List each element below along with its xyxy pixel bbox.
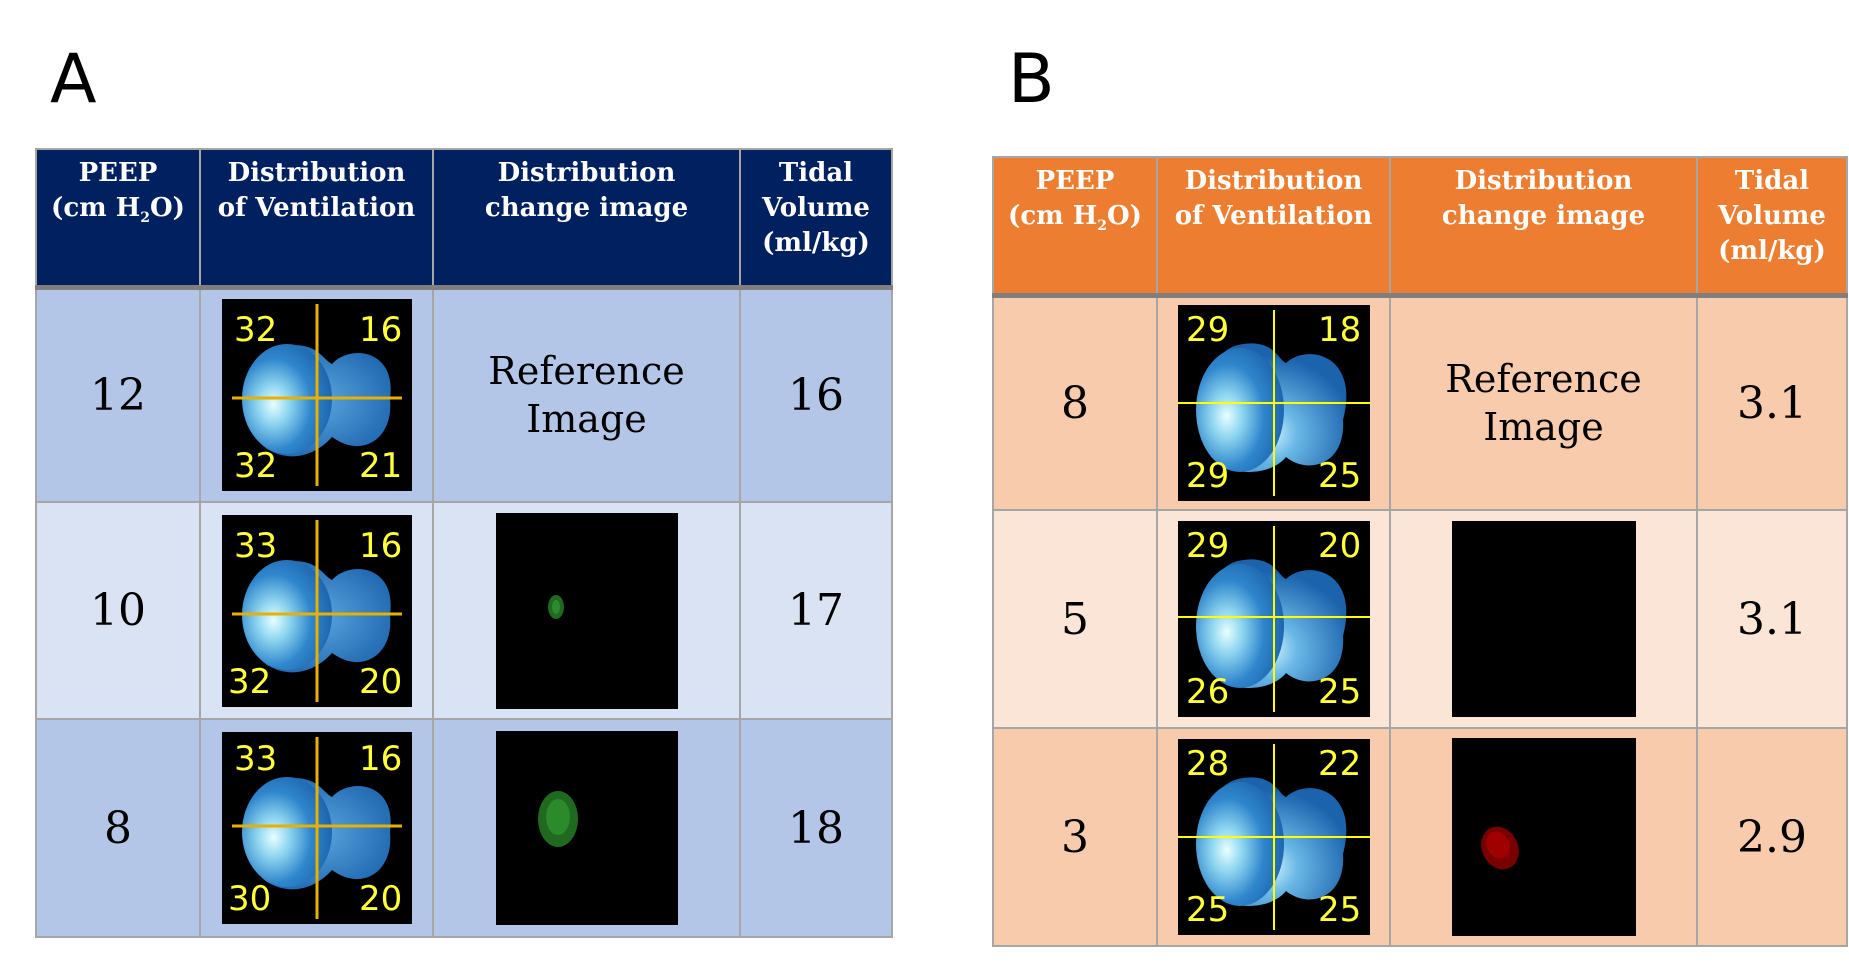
tidal-volume-value: 18 bbox=[739, 718, 893, 938]
quadrant-top-right: 16 bbox=[359, 739, 402, 779]
quadrant-top-right: 16 bbox=[359, 310, 402, 350]
ventilation-image-cell: 28 22 25 25 bbox=[1156, 727, 1391, 947]
table-row: 10 33 16 32 20 bbox=[35, 501, 893, 720]
change-image bbox=[495, 512, 678, 709]
quadrant-bottom-right: 25 bbox=[1318, 890, 1361, 930]
reference-image-label: Reference Image bbox=[432, 286, 741, 503]
tidal-volume-value: 2.9 bbox=[1696, 727, 1848, 947]
tidal-volume-value: 17 bbox=[739, 501, 893, 720]
quadrant-top-left: 33 bbox=[234, 739, 277, 779]
ventilation-image-cell: 33 16 30 20 bbox=[199, 718, 434, 938]
ventilation-image: 33 16 30 20 bbox=[221, 732, 412, 924]
table-header-row: PEEP (cm H2O) Distribution of Ventilatio… bbox=[992, 156, 1848, 298]
table-row: 12 32 16 32 21 Reference Image 16 bbox=[35, 286, 893, 503]
ventilation-image-cell: 29 20 26 25 bbox=[1156, 509, 1391, 729]
ventilation-image: 33 16 32 20 bbox=[221, 514, 412, 707]
header-peep: PEEP (cm H2O) bbox=[35, 148, 201, 290]
ventilation-image-cell: 33 16 32 20 bbox=[199, 501, 434, 720]
ventilation-image-cell: 29 18 29 25 bbox=[1156, 294, 1391, 511]
quadrant-top-left: 29 bbox=[1186, 526, 1229, 566]
quadrant-bottom-left: 32 bbox=[234, 446, 277, 486]
header-tidal-volume: Tidal Volume (ml/kg) bbox=[1696, 156, 1848, 298]
ventilation-image: 29 18 29 25 bbox=[1177, 305, 1370, 502]
quadrant-bottom-left: 25 bbox=[1186, 890, 1229, 930]
quadrant-bottom-right: 20 bbox=[359, 879, 402, 919]
table-row: 8 29 18 29 25 Reference Image 3.1 bbox=[992, 294, 1848, 511]
table-row: 8 33 16 30 20 bbox=[35, 718, 893, 938]
panel-a-letter: A bbox=[50, 40, 97, 119]
panel-b-letter: B bbox=[1008, 40, 1055, 119]
quadrant-top-left: 32 bbox=[234, 310, 277, 350]
quadrant-top-right: 20 bbox=[1318, 526, 1361, 566]
change-image-cell bbox=[1389, 509, 1698, 729]
peep-value: 10 bbox=[35, 501, 201, 720]
header-distribution: Distribution of Ventilation bbox=[1156, 156, 1391, 298]
change-image bbox=[1451, 738, 1636, 936]
panel-b-table: PEEP (cm H2O) Distribution of Ventilatio… bbox=[992, 156, 1848, 947]
header-peep: PEEP (cm H2O) bbox=[992, 156, 1158, 298]
table-header-row: PEEP (cm H2O) Distribution of Ventilatio… bbox=[35, 148, 893, 290]
header-change-image: Distribution change image bbox=[432, 148, 741, 290]
quadrant-bottom-left: 30 bbox=[228, 879, 271, 919]
peep-value: 8 bbox=[35, 718, 201, 938]
quadrant-top-left: 29 bbox=[1186, 310, 1229, 350]
header-distribution: Distribution of Ventilation bbox=[199, 148, 434, 290]
ventilation-image-cell: 32 16 32 21 bbox=[199, 286, 434, 503]
panel-a-table: PEEP (cm H2O) Distribution of Ventilatio… bbox=[35, 148, 893, 938]
change-image bbox=[495, 731, 678, 925]
change-image bbox=[1451, 521, 1636, 717]
peep-value: 3 bbox=[992, 727, 1158, 947]
quadrant-top-right: 16 bbox=[359, 526, 402, 566]
quadrant-bottom-left: 26 bbox=[1186, 672, 1229, 712]
quadrant-bottom-right: 25 bbox=[1318, 672, 1361, 712]
quadrant-bottom-right: 20 bbox=[359, 662, 402, 702]
quadrant-bottom-left: 32 bbox=[228, 662, 271, 702]
table-row: 3 28 22 25 25 bbox=[992, 727, 1848, 947]
quadrant-top-left: 33 bbox=[234, 526, 277, 566]
peep-value: 12 bbox=[35, 286, 201, 503]
quadrant-top-right: 18 bbox=[1318, 310, 1361, 350]
table-row: 5 29 20 26 25 3.1 bbox=[992, 509, 1848, 729]
header-change-image: Distribution change image bbox=[1389, 156, 1698, 298]
quadrant-top-left: 28 bbox=[1186, 744, 1229, 784]
change-image-cell bbox=[1389, 727, 1698, 947]
quadrant-top-right: 22 bbox=[1318, 744, 1361, 784]
reference-image-label: Reference Image bbox=[1389, 294, 1698, 511]
peep-value: 5 bbox=[992, 509, 1158, 729]
change-image-cell bbox=[432, 501, 741, 720]
tidal-volume-value: 16 bbox=[739, 286, 893, 503]
ventilation-image: 28 22 25 25 bbox=[1177, 739, 1370, 935]
quadrant-bottom-right: 21 bbox=[359, 446, 402, 486]
ventilation-image: 32 16 32 21 bbox=[221, 299, 412, 492]
quadrant-bottom-left: 29 bbox=[1186, 456, 1229, 496]
ventilation-image: 29 20 26 25 bbox=[1177, 521, 1370, 717]
header-tidal-volume: Tidal Volume (ml/kg) bbox=[739, 148, 893, 290]
peep-value: 8 bbox=[992, 294, 1158, 511]
change-image-cell bbox=[432, 718, 741, 938]
quadrant-bottom-right: 25 bbox=[1318, 456, 1361, 496]
tidal-volume-value: 3.1 bbox=[1696, 294, 1848, 511]
tidal-volume-value: 3.1 bbox=[1696, 509, 1848, 729]
